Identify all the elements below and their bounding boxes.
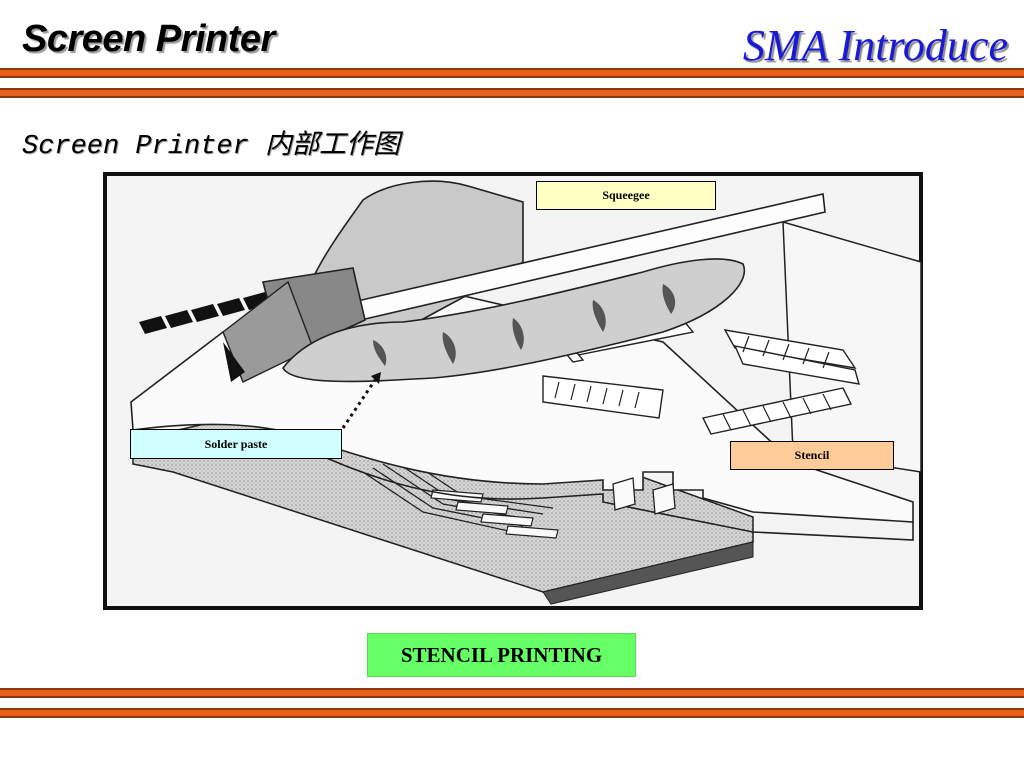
slide-title: Screen Printer [22,18,275,60]
solder-paste-leader [341,372,381,429]
solder-paste-label: Solder paste [130,429,342,459]
header-divider [0,68,1024,98]
stencil-label: Stencil [730,441,894,470]
section-subtitle: Screen Printer 内部工作图 [22,132,401,162]
brand-logo-text: SMA Introduce [742,21,1008,70]
footer-divider [0,688,1024,718]
stencil-frame-markings [139,288,289,334]
squeegee-blade [222,193,826,383]
squeegee-label: Squeegee [536,181,716,210]
stencil-printing-illustration [103,172,923,610]
figure-caption: STENCIL PRINTING [367,633,636,677]
